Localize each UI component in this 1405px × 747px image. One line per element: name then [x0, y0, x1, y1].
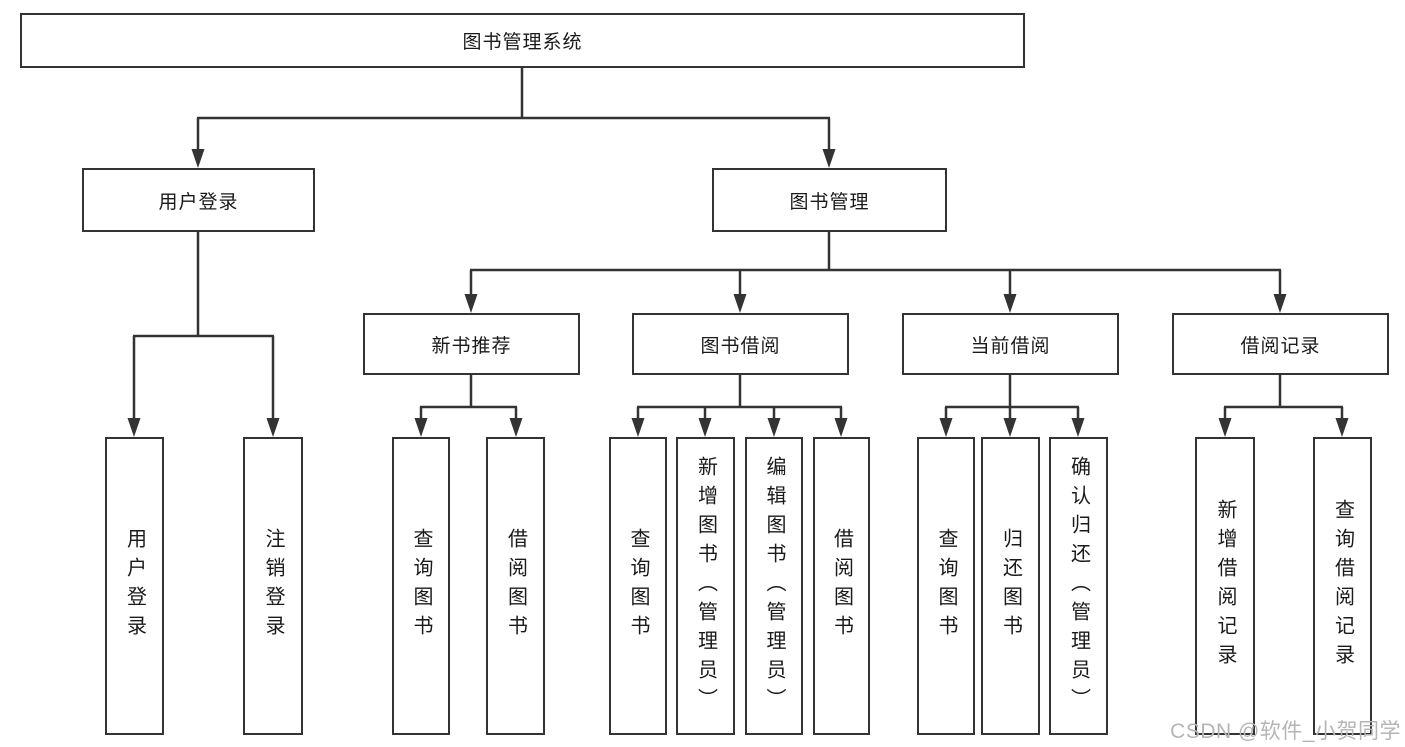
node-book-borrowing: 图书借阅	[632, 313, 849, 375]
arrow-down-icon	[822, 149, 836, 168]
node-label: 查询借阅记录	[1331, 499, 1354, 673]
node-label: 用户登录	[123, 528, 146, 644]
arrow-down-icon	[509, 418, 523, 437]
edge-bookmgmt-to-level3	[469, 232, 1282, 299]
edge-borrowing-to-leaves	[636, 375, 843, 423]
node-borrowing-records: 借阅记录	[1172, 313, 1389, 375]
node-label: 编辑图书（管理员）	[763, 455, 785, 717]
leaf-edit-book-admin: 编辑图书（管理员）	[745, 437, 803, 735]
edge-userlogin-to-leaves	[132, 232, 275, 423]
leaf-query-books-recommend: 查询图书	[392, 437, 450, 735]
leaf-borrow-books-borrowing: 借阅图书	[813, 437, 870, 735]
arrow-down-icon	[414, 418, 428, 437]
node-label: 新增借阅记录	[1214, 499, 1236, 673]
leaf-add-book-admin: 新增图书（管理员）	[676, 437, 735, 735]
node-label: 确认归还（管理员）	[1067, 455, 1090, 717]
arrow-down-icon	[127, 418, 141, 437]
node-label: 借阅记录	[1240, 335, 1321, 357]
node-label: 查询图书	[410, 528, 432, 644]
node-label: 借阅图书	[830, 528, 853, 644]
arrow-down-icon	[464, 294, 478, 313]
edge-root-to-level2	[196, 68, 831, 154]
node-label: 用户登录	[158, 191, 239, 213]
node-label: 图书管理系统	[462, 32, 583, 53]
node-label: 查询图书	[935, 528, 957, 644]
leaf-query-books-current: 查询图书	[917, 437, 975, 735]
node-label: 图书管理	[789, 191, 870, 213]
arrow-down-icon	[767, 418, 781, 437]
leaf-logout: 注销登录	[243, 437, 303, 735]
arrow-down-icon	[834, 418, 848, 437]
arrow-down-icon	[1218, 418, 1232, 437]
arrow-down-icon	[733, 294, 747, 313]
arrow-down-icon	[631, 418, 645, 437]
node-user-login: 用户登录	[82, 168, 315, 232]
leaf-confirm-return-admin: 确认归还（管理员）	[1049, 437, 1108, 735]
edge-current-to-leaves	[944, 375, 1080, 423]
node-label: 当前借阅	[970, 335, 1051, 357]
edge-records-to-leaves	[1223, 375, 1344, 423]
leaf-return-books: 归还图书	[981, 437, 1040, 735]
arrow-down-icon	[939, 418, 953, 437]
arrowheads	[127, 149, 1349, 437]
node-label: 图书借阅	[700, 335, 781, 357]
node-library-management-system: 图书管理系统	[20, 13, 1025, 68]
leaf-borrow-books-recommend: 借阅图书	[486, 437, 545, 735]
arrow-down-icon	[1003, 418, 1017, 437]
node-label: 查询图书	[627, 528, 649, 644]
leaf-user-login: 用户登录	[105, 437, 164, 735]
arrow-down-icon	[1273, 294, 1287, 313]
node-book-management: 图书管理	[712, 168, 947, 232]
leaf-query-books-borrowing: 查询图书	[609, 437, 667, 735]
arrow-down-icon	[1003, 294, 1017, 313]
node-current-borrowing: 当前借阅	[902, 313, 1119, 375]
node-label: 注销登录	[262, 528, 284, 644]
arrow-down-icon	[698, 418, 712, 437]
node-label: 归还图书	[999, 528, 1022, 644]
edge-newbook-to-leaves	[419, 375, 518, 423]
csdn-watermark: CSDN @软件_小贺同学	[1170, 720, 1401, 743]
node-label: 新书推荐	[431, 335, 512, 357]
leaf-add-borrow-record: 新增借阅记录	[1195, 437, 1255, 735]
node-label: 借阅图书	[504, 528, 527, 644]
node-new-book-recommendation: 新书推荐	[363, 313, 580, 375]
node-label: 新增图书（管理员）	[694, 455, 717, 717]
leaf-query-borrow-record: 查询借阅记录	[1313, 437, 1372, 735]
arrow-down-icon	[1071, 418, 1085, 437]
arrow-down-icon	[191, 149, 205, 168]
arrow-down-icon	[1335, 418, 1349, 437]
arrow-down-icon	[266, 418, 280, 437]
